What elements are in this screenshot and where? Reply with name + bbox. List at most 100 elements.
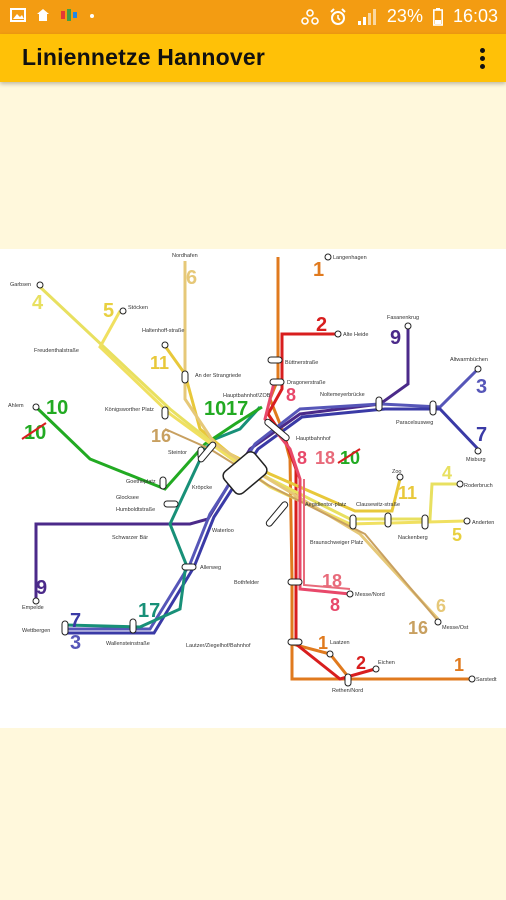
line-number-3-left: 3	[70, 632, 81, 654]
alarm-icon	[330, 7, 346, 25]
station-roderbruch: Roderbruch	[464, 483, 493, 489]
station-empelde: Empelde	[22, 605, 44, 611]
line-number-18-center: 18	[315, 448, 335, 468]
line-number-17-left: 17	[138, 600, 160, 622]
line-number-1-south: 1	[318, 633, 328, 653]
strike-10-center	[337, 448, 361, 464]
line-number-8-center: 8	[297, 448, 307, 468]
station-nackenberg: Nackenberg	[398, 535, 428, 541]
more-vert-icon[interactable]	[472, 42, 492, 74]
line-number-11-east: 11	[398, 483, 417, 503]
line-number-5: 5	[103, 300, 114, 322]
line-number-4-east: 4	[442, 463, 452, 483]
station-noltemeyerbruecke: Noltemeyerbrücke	[320, 392, 365, 398]
station-waterloo: Waterloo	[212, 528, 234, 534]
steintor-marker[interactable]	[197, 441, 217, 463]
station-goetheplatz: Goetheplatz	[126, 479, 156, 485]
station-messe-ost: Messe/Ost	[442, 625, 469, 631]
station-dragonerstrasse: Dragonerstraße	[287, 380, 326, 386]
station-wettbergen: Wettbergen	[22, 628, 50, 634]
line-number-6-south: 6	[436, 596, 446, 616]
station-langenhagen: Langenhagen	[333, 255, 367, 261]
line-number-16: 16	[151, 426, 171, 446]
share-icon	[301, 8, 319, 25]
aegidientorplatz-marker[interactable]	[265, 501, 289, 528]
hauptbahnhof-marker[interactable]	[264, 418, 291, 442]
line-16	[164, 428, 439, 622]
line-number-8-south: 8	[330, 595, 340, 615]
station-humboldtstrasse: Humboldtstraße	[116, 507, 155, 513]
line-9	[34, 326, 410, 599]
station-fasanenkrug: Fasanenkrug	[387, 315, 419, 321]
station-alte-heide: Alte Heide	[343, 332, 368, 338]
station-eichen: Eichen	[378, 660, 395, 666]
station-clausewitzstrasse: Clausewitz-straße	[356, 502, 400, 508]
line-number-3: 3	[476, 376, 487, 398]
station-zoo: Zoo	[392, 469, 401, 475]
strike-10	[21, 422, 47, 440]
line-1-laatzen	[290, 644, 345, 681]
station-buettnerstrasse: Büttnerstraße	[285, 360, 318, 366]
line-number-5-east: 5	[452, 525, 462, 545]
line-17	[65, 405, 262, 629]
signal-icon	[357, 8, 376, 25]
line-number-7-left: 7	[70, 610, 81, 632]
app-bar: Liniennetze Hannover	[0, 34, 506, 82]
line-number-2-south: 2	[356, 653, 366, 673]
station-koenigsworther-platz: Königsworther Platz	[105, 407, 154, 413]
network-map[interactable]: 1 2 9 3 7 4 5 6 11 16 10 10 10 17 8 8 18…	[0, 249, 506, 728]
station-haltenhoffstrasse: Haltenhoff-straße	[142, 328, 184, 334]
line-number-17: 17	[226, 398, 248, 420]
station-stoecken: Stöcken	[128, 305, 148, 311]
line-18	[303, 479, 351, 590]
station-hauptbahnhof: Hauptbahnhof	[296, 436, 331, 442]
app-icon	[61, 9, 77, 21]
line-number-4: 4	[32, 292, 44, 314]
station-misburg: Misburg	[466, 457, 486, 463]
line-10	[34, 405, 263, 491]
line-number-10-center: 10	[204, 398, 226, 420]
station-schwarzer-baer: Schwarzer Bär	[112, 535, 148, 541]
station-braunschweiger-platz: Braunschweiger Platz	[310, 540, 363, 546]
station-anderten: Anderten	[472, 520, 494, 526]
station-allerweg: Allerweg	[200, 565, 221, 571]
station-sarstedt: Sarstedt	[476, 677, 497, 683]
station-markers	[32, 253, 482, 687]
station-freudenthalstrasse: Freudenthalstraße	[34, 348, 79, 354]
station-nordhafen: Nordhafen	[172, 253, 198, 259]
clock: 16:03	[452, 6, 498, 26]
station-wallensteinstrasse: Wallensteinstraße	[106, 641, 150, 647]
line-number-2: 2	[316, 314, 327, 336]
station-laatzen: Laatzen	[330, 640, 350, 646]
line-number-11: 11	[150, 353, 169, 373]
station-an-der-strangriede: An der Strangriede	[195, 373, 241, 379]
battery-percent: 23%	[386, 6, 423, 26]
station-glocksee: Glocksee	[116, 495, 139, 501]
battery-icon	[432, 7, 443, 26]
station-hauptbahnhof-zob: Hauptbahnhof/ZOB	[223, 393, 271, 399]
line-number-6: 6	[186, 267, 197, 289]
station-aegidientorplatz: Aegidientor-platz	[305, 502, 347, 508]
station-ahlem: Ahlem	[8, 403, 24, 409]
dot-icon	[90, 14, 94, 18]
line-number-1-top: 1	[313, 259, 324, 281]
station-altwarmbuechen: Altwarmbüchen	[450, 357, 488, 363]
line-number-18-south: 18	[322, 571, 342, 591]
line-number-10: 10	[46, 397, 68, 419]
line-number-8: 8	[286, 385, 296, 405]
line-8	[263, 378, 351, 596]
line-3	[66, 367, 480, 631]
station-steintor: Steintor	[168, 450, 187, 456]
station-laatzen-brink: Lautzer/Ziegelhof/Bahnhof	[186, 643, 251, 649]
kroepcke-hub[interactable]	[221, 449, 270, 496]
line-number-7: 7	[476, 424, 487, 446]
status-bar: 23% 16:03	[0, 0, 506, 34]
app-title: Liniennetze Hannover	[22, 44, 265, 70]
station-rethen-nord: Rethen/Nord	[332, 688, 363, 694]
image-icon	[10, 8, 26, 22]
notification-icon	[37, 9, 49, 21]
station-messe-nord: Messe/Nord	[355, 592, 385, 598]
line-number-1-southeast: 1	[454, 655, 464, 675]
station-kroepcke: Kröpcke	[192, 485, 212, 491]
line-number-9: 9	[390, 327, 401, 349]
